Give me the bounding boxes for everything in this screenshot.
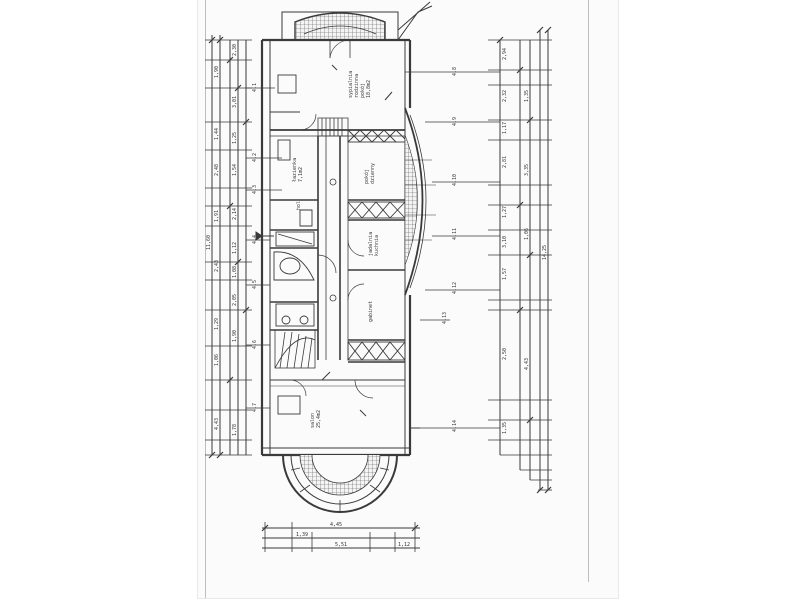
bottom-dimension-lines xyxy=(261,522,420,552)
right-inner-6: 3,10 xyxy=(502,236,508,248)
tag-8: 4.8 xyxy=(452,67,458,76)
tag-10: 4.10 xyxy=(452,174,458,186)
tag-5: 4.5 xyxy=(252,280,258,289)
tag-6: 4.6 xyxy=(252,340,258,349)
right-inner-8: 2,50 xyxy=(502,348,508,360)
room-label-r5: gabinet xyxy=(368,301,374,322)
bottom-dim-4: 1,12 xyxy=(398,542,410,548)
room-label-r3-l1: pokój xyxy=(363,169,370,184)
sheet-left-edge xyxy=(205,0,206,598)
left-dim-5: 1,91 xyxy=(214,210,220,222)
right-dim-5: 4,43 xyxy=(524,358,530,370)
staircase xyxy=(274,329,316,369)
tag-9: 4.9 xyxy=(452,117,458,126)
left-dim-2: 1,90 xyxy=(214,66,220,78)
left-inner-1: 2,30 xyxy=(232,44,238,56)
right-inner-2: 2,32 xyxy=(502,90,508,102)
room-label-r7-l2: 25,4m2 xyxy=(316,410,322,428)
left-inner-3: 1,25 xyxy=(232,132,238,144)
room-label-r2-l1: łazienka xyxy=(292,158,298,182)
tag-11: 4.11 xyxy=(452,228,458,240)
tag-1: 4.1 xyxy=(252,83,258,92)
room-label-r7-l1: salon xyxy=(310,413,316,428)
right-dimension-lines xyxy=(405,26,552,494)
right-curved-bay xyxy=(404,107,436,296)
door-swings xyxy=(289,113,374,399)
left-dim-3: 1,44 xyxy=(214,128,220,140)
right-inner-1: 2,94 xyxy=(502,48,508,60)
left-inner-4: 1,54 xyxy=(232,164,238,176)
left-inner-5: 2,14 xyxy=(232,208,238,220)
right-inner-9: 1,35 xyxy=(502,422,508,434)
bottom-dim-3: 5,51 xyxy=(335,542,347,548)
left-dim-8: 1,06 xyxy=(214,354,220,366)
room-label-r4-l2: kuchnia xyxy=(374,235,380,256)
bottom-dim-1: 4,45 xyxy=(330,522,342,528)
room-label-r4-l1: jadalnia xyxy=(368,232,374,256)
tag-3: 4.3 xyxy=(252,185,258,194)
right-dim-1: 14,25 xyxy=(542,245,548,260)
bottom-dim-2: 1,39 xyxy=(296,532,308,538)
left-inner-6: 1,12 xyxy=(232,242,238,254)
room-label-r1-l4: 18,8m2 xyxy=(366,80,372,98)
right-inner-7: 1,57 xyxy=(502,268,508,280)
sheet-right-edge xyxy=(588,0,589,582)
bottom-round-bay xyxy=(282,454,398,513)
room-label-r2-l2: 7,1m2 xyxy=(298,167,304,182)
left-inner-10: 1,78 xyxy=(232,424,238,436)
left-dim-7: 1,29 xyxy=(214,318,220,330)
room-label-r1-l2: rodzinna xyxy=(354,74,360,98)
tag-4: 4.4 xyxy=(252,235,258,244)
left-inner-9: 1,90 xyxy=(232,330,238,342)
right-inner-5: 1,27 xyxy=(502,206,508,218)
room-label-r1-l1: sypialnia xyxy=(348,71,354,98)
room-label-r1-l3: pokój xyxy=(359,83,366,98)
right-dim-4: 1,06 xyxy=(524,228,530,240)
left-dim-1: 11,60 xyxy=(206,235,212,250)
tag-7: 4.7 xyxy=(252,403,258,412)
tag-12: 4.12 xyxy=(452,282,458,294)
tag-13: 4.13 xyxy=(442,312,448,324)
left-dim-4: 2,48 xyxy=(214,164,220,176)
tag-2: 4.2 xyxy=(252,153,258,162)
left-inner-2: 3,01 xyxy=(232,96,238,108)
right-dim-2: 1,35 xyxy=(524,90,530,102)
bathroom-fixtures xyxy=(273,74,315,415)
left-dim-6: 2,43 xyxy=(214,260,220,272)
left-inner-7: 1,08 xyxy=(232,266,238,278)
right-inner-4: 2,81 xyxy=(502,156,508,168)
room-label-r6: hol xyxy=(296,201,302,210)
left-inner-8: 2,05 xyxy=(232,294,238,306)
text-layer: sypialnia rodzinna pokój 18,8m2 łazienka… xyxy=(206,44,548,548)
right-inner-3: 1,17 xyxy=(502,122,508,134)
tag-14: 4.14 xyxy=(452,420,458,432)
right-dim-3: 3,35 xyxy=(524,164,530,176)
left-dim-9: 4,43 xyxy=(214,418,220,430)
left-dimension-lines xyxy=(205,35,282,459)
section-markers xyxy=(255,64,420,429)
central-stair xyxy=(317,117,349,302)
top-bay-window xyxy=(281,1,433,59)
room-label-r3-l2: dzienny xyxy=(370,163,376,184)
